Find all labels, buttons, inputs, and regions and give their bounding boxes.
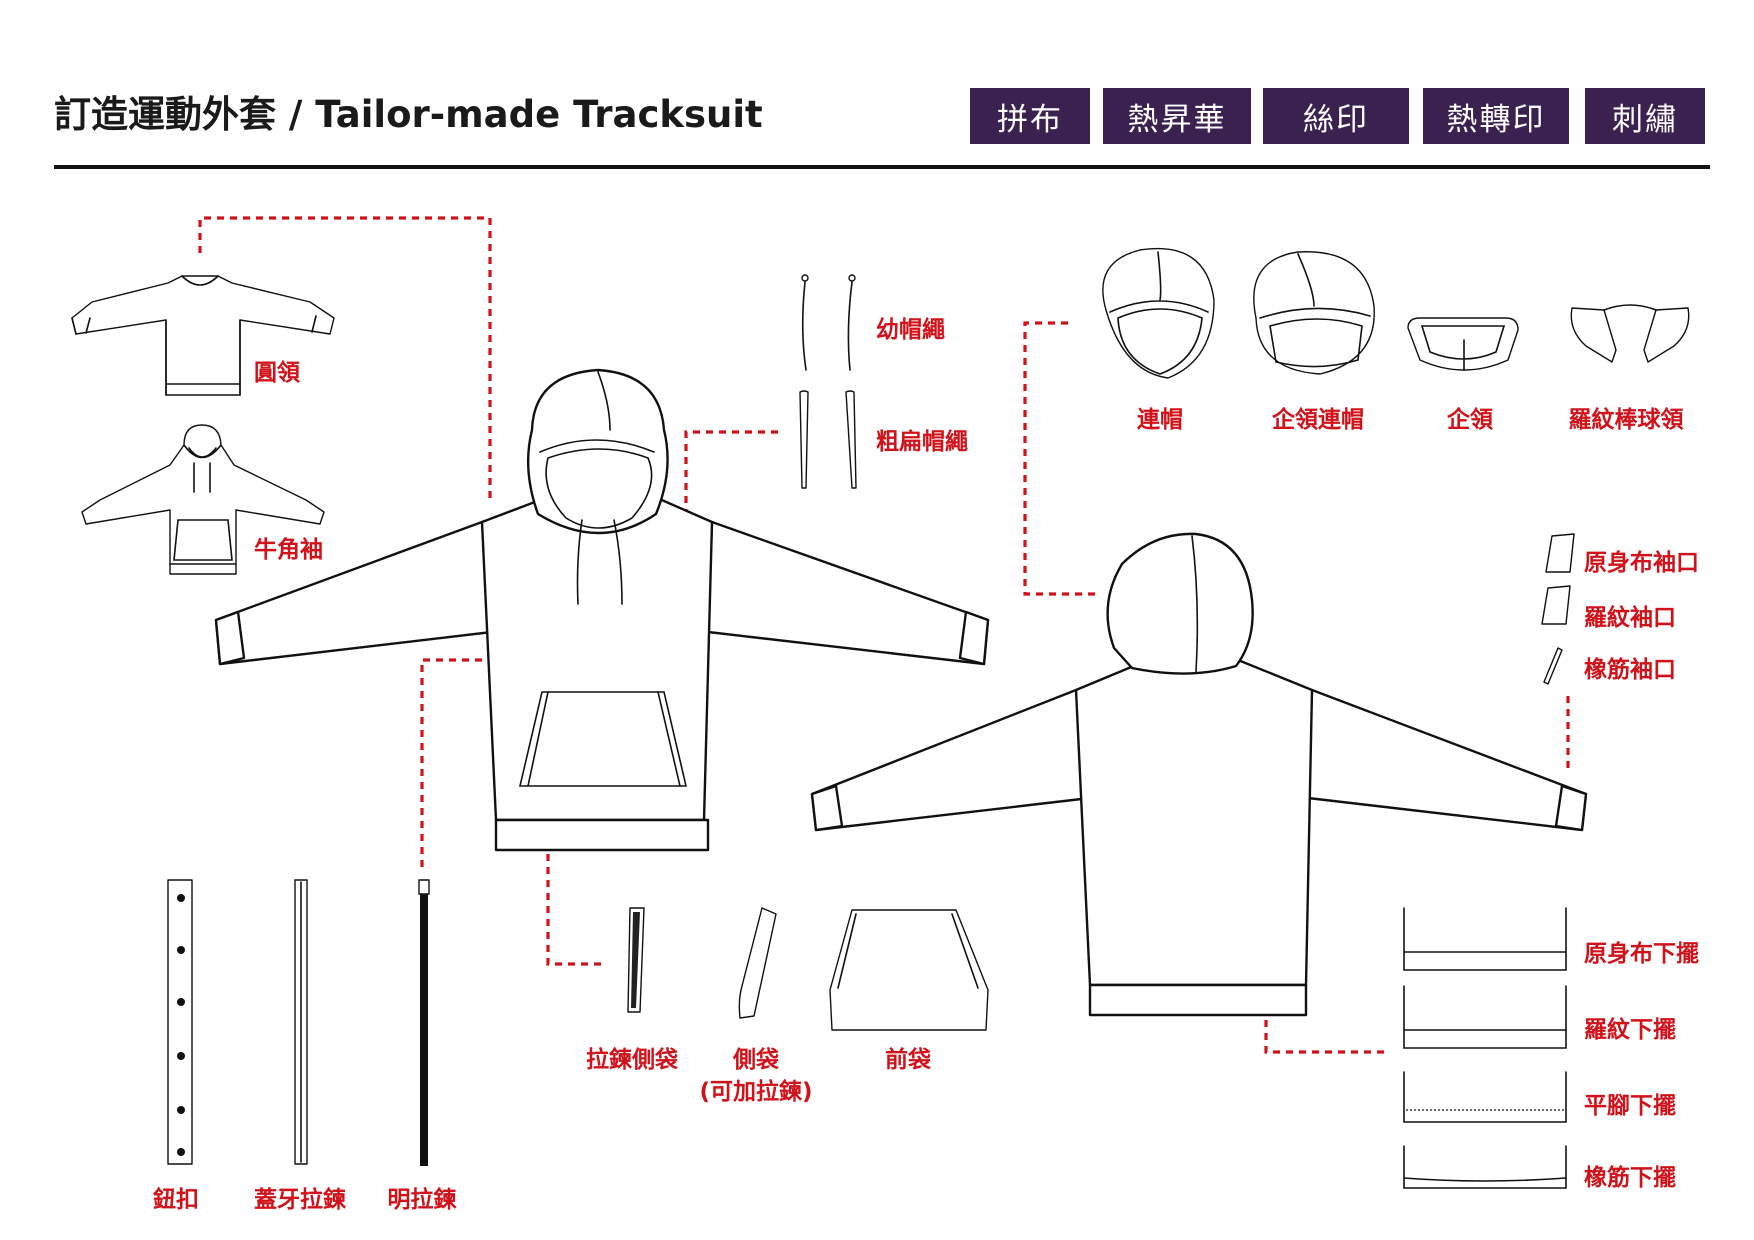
label-side-pocket-note: (可加拉鍊)	[699, 1079, 813, 1105]
label-hood: 連帽	[1137, 407, 1183, 433]
label-straight-hem: 平腳下擺	[1584, 1093, 1676, 1119]
hood-options	[1102, 247, 1690, 379]
label-stand-collar-hood: 企領連帽	[1272, 407, 1364, 433]
label-side-pocket: 側袋	[733, 1047, 779, 1073]
label-elastic-cuff: 橡筋袖口	[1584, 657, 1676, 683]
title-divider	[54, 165, 1710, 169]
hem-samples	[1403, 907, 1567, 1189]
tab-embroidery[interactable]: 刺繡	[1585, 88, 1705, 144]
label-rib-cuff: 羅紋袖口	[1584, 605, 1676, 631]
label-self-fabric-hem: 原身布下擺	[1584, 941, 1699, 967]
drawstring-samples	[799, 274, 857, 489]
tab-patchwork[interactable]: 拼布	[970, 88, 1090, 144]
label-raglan-sleeve: 牛角袖	[254, 537, 323, 563]
label-covered-zipper: 蓋牙拉鍊	[254, 1187, 346, 1213]
label-exposed-zipper: 明拉鍊	[387, 1187, 457, 1213]
label-zip-side-pocket: 拉鍊側袋	[586, 1047, 678, 1073]
label-crew-neck: 圓領	[254, 360, 300, 386]
label-baseball-collar: 羅紋棒球領	[1568, 407, 1684, 433]
cuff-samples	[1541, 533, 1575, 685]
leader-pocket	[546, 802, 607, 966]
label-self-fabric-cuff: 原身布袖口	[1584, 550, 1699, 576]
label-elastic-hem: 橡筋下擺	[1584, 1165, 1676, 1191]
label-button: 鈕扣	[153, 1187, 199, 1213]
label-stand-collar: 企領	[1447, 407, 1493, 433]
front-hoodie	[214, 368, 990, 852]
label-thin-drawstring: 幼帽繩	[876, 317, 945, 343]
pocket-samples	[627, 907, 989, 1031]
leader-hood	[1023, 321, 1095, 596]
label-front-pocket: 前袋	[885, 1047, 931, 1073]
tab-sublimation[interactable]: 熱昇華	[1103, 88, 1251, 144]
back-hoodie	[810, 532, 1588, 1017]
tab-heat-transfer[interactable]: 熱轉印	[1423, 88, 1569, 144]
page-title: 訂造運動外套 / Tailor-made Tracksuit	[54, 93, 763, 136]
closure-samples	[167, 879, 430, 1166]
label-rib-hem: 羅紋下擺	[1584, 1017, 1676, 1043]
leader-sleeve	[198, 216, 492, 498]
tab-screen-print[interactable]: 絲印	[1263, 88, 1409, 144]
raglan-hoodie-thumbnail	[81, 424, 325, 575]
crew-neck-sweater-thumbnail	[71, 275, 335, 396]
label-flat-drawstring: 粗扁帽繩	[876, 429, 968, 455]
leader-hem	[1264, 1020, 1390, 1054]
